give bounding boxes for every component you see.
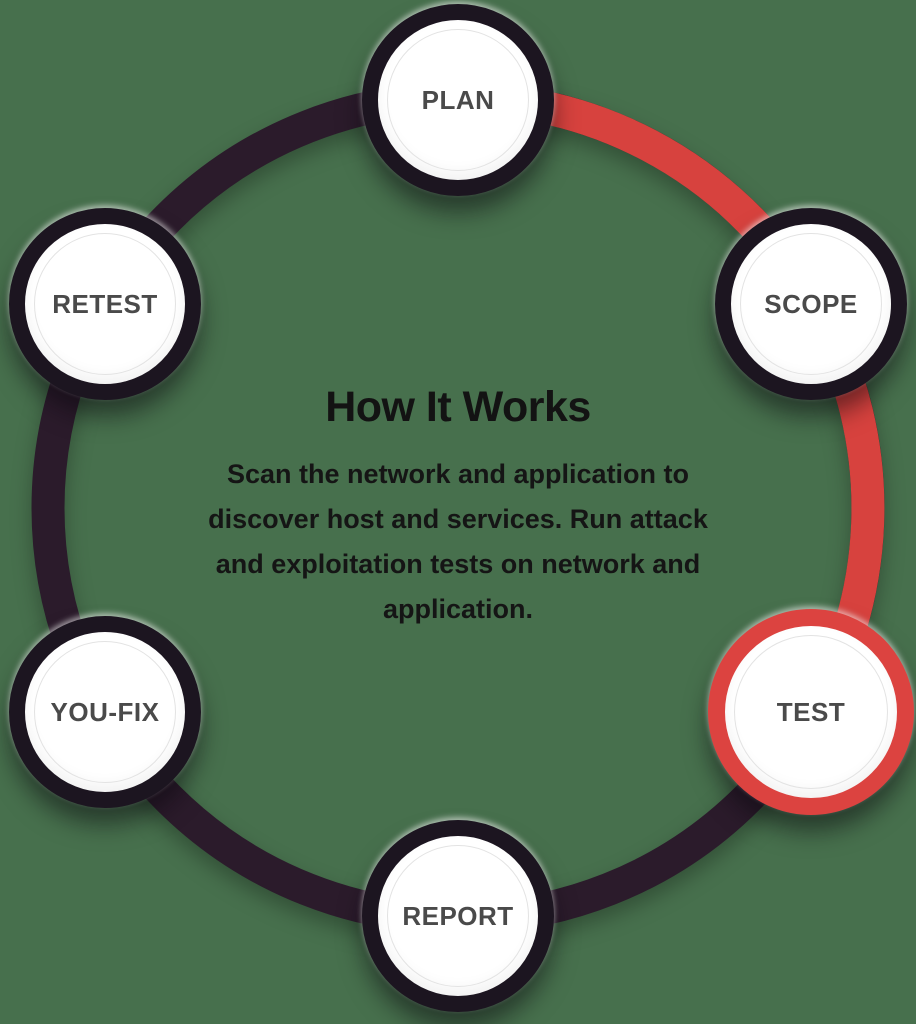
node-label: RETEST [52, 288, 158, 319]
description-line: Scan the network and application to [226, 459, 690, 489]
step-node-scope[interactable]: SCOPE [715, 208, 907, 400]
description: Scan the network and application to disc… [158, 452, 758, 632]
node-label: REPORT [402, 900, 514, 931]
step-node-report[interactable]: REPORT [362, 820, 554, 1012]
step-node-test[interactable]: TEST [708, 609, 914, 815]
page-title: How It Works [325, 383, 591, 431]
step-node-retest[interactable]: RETEST [9, 208, 201, 400]
center-text: How It Works Scan the network and applic… [158, 383, 758, 632]
step-node-plan[interactable]: PLAN [362, 4, 554, 196]
node-label: PLAN [421, 84, 495, 115]
description-line: application. [382, 594, 534, 624]
description-line: discover host and services. Run attack [208, 504, 708, 534]
node-label: TEST [776, 696, 846, 727]
node-label: SCOPE [764, 288, 858, 319]
node-label: YOU-FIX [50, 696, 160, 727]
description-line: and exploitation tests on network and [215, 549, 701, 579]
step-node-you-fix[interactable]: YOU-FIX [9, 616, 201, 808]
